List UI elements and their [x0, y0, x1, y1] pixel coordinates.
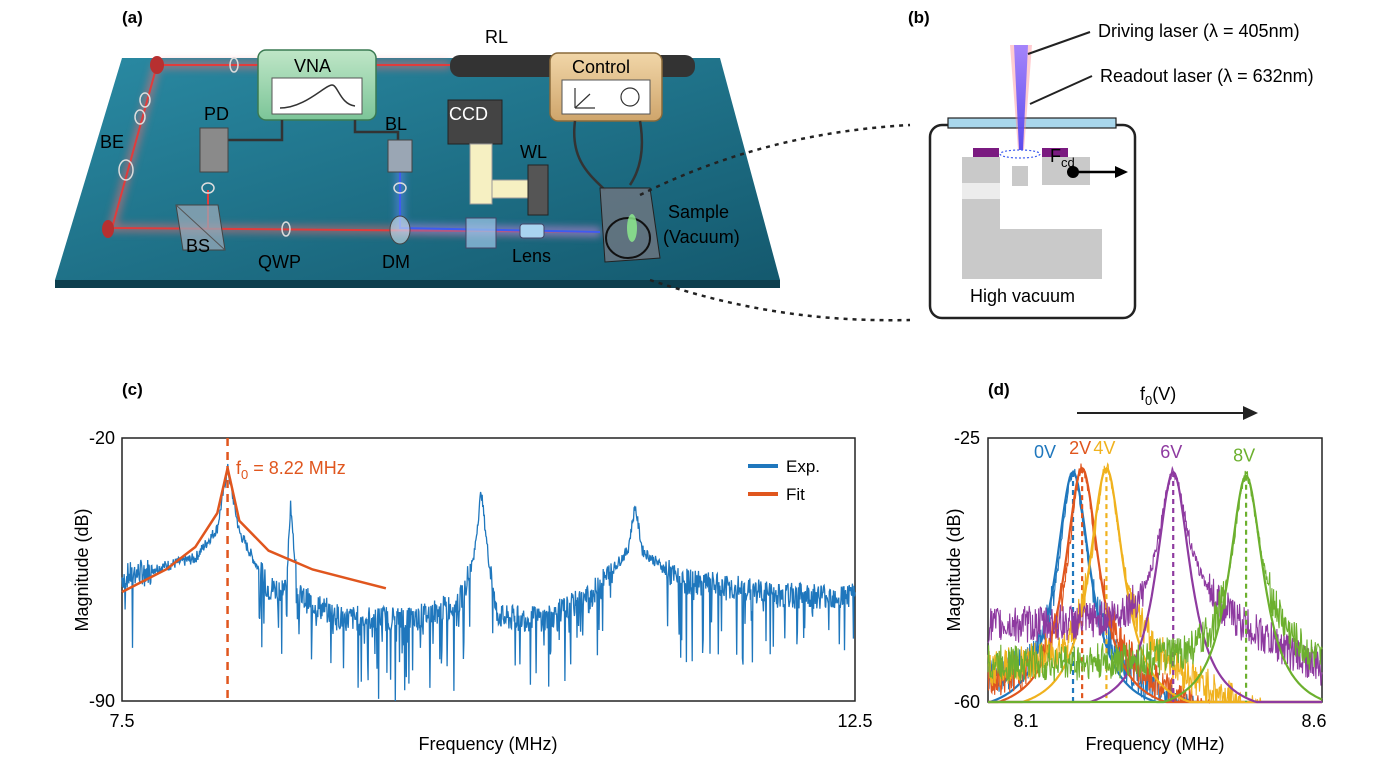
- c-ytick-top: -20: [89, 428, 115, 448]
- cube-splitter: [465, 217, 497, 249]
- mirror-top: [150, 56, 164, 74]
- chamber-window: [605, 217, 651, 259]
- mirror-bottom: [102, 220, 114, 238]
- zoom-line-top: [639, 123, 911, 197]
- series-8V-exp: [987, 470, 1323, 682]
- white-light-path: [469, 143, 493, 205]
- c-xtick-left: 7.5: [109, 711, 134, 731]
- chamber-window-top: [947, 117, 1117, 129]
- c-ytick-bottom: -90: [89, 691, 115, 711]
- d-arrowhead: [1243, 406, 1258, 420]
- label-driving-laser: Driving laser (λ = 405nm): [1098, 21, 1300, 41]
- leader-readout: [1029, 75, 1093, 105]
- driving-cone: [1014, 45, 1028, 150]
- panel-d: (d) f0(V) -25 -60 8.1 8.6 Frequency (MHz…: [944, 380, 1327, 754]
- pd-lens: [201, 182, 215, 194]
- sample-glow: [627, 214, 637, 242]
- series-exp: [121, 463, 856, 702]
- plot-c-frame: [121, 437, 856, 702]
- be-lens-2: [134, 109, 146, 125]
- force-arrowhead: [1115, 166, 1128, 178]
- label-rl: RL: [485, 27, 508, 47]
- label-ccd: CCD: [449, 104, 488, 124]
- d-ylabel: Magnitude (dB): [944, 508, 964, 631]
- d-title: f0(V): [1140, 384, 1176, 408]
- objective-lens: [519, 223, 545, 239]
- peak-label-4V: 4V: [1093, 438, 1115, 458]
- label-pd: PD: [204, 104, 229, 124]
- pd-detector: [199, 127, 229, 173]
- legend-fit: Fit: [786, 485, 805, 504]
- c-xlabel: Frequency (MHz): [418, 734, 557, 754]
- label-high-vacuum: High vacuum: [970, 286, 1075, 306]
- substrate-gap: [962, 183, 1000, 199]
- panel-label-b: (b): [908, 8, 930, 27]
- panel-a: (a) RL BE VNA PD: [55, 8, 911, 322]
- series-fit: [121, 467, 387, 594]
- d-xtick-left: 8.1: [1013, 711, 1038, 731]
- label-vna: VNA: [294, 56, 331, 76]
- resonator-beam: [1012, 166, 1028, 186]
- label-readout-laser: Readout laser (λ = 632nm): [1100, 66, 1314, 86]
- peak-label-0V: 0V: [1034, 442, 1056, 462]
- electrode-right: [1042, 148, 1068, 157]
- lens-top: [229, 57, 239, 73]
- dichroic-mirror: [389, 215, 411, 245]
- cable-pd: [228, 120, 284, 142]
- label-force: Fcd: [1050, 146, 1075, 170]
- d-ytick-top: -25: [954, 428, 980, 448]
- bs-diagonal: [175, 204, 226, 251]
- label-bs: BS: [186, 236, 210, 256]
- wl-source: [527, 164, 549, 216]
- peak-label-8V: 8V: [1233, 446, 1255, 466]
- control-cables: [572, 120, 644, 191]
- panel-label-c: (c): [122, 380, 143, 399]
- be-lens-3: [118, 159, 134, 181]
- d-ytick-bottom: -60: [954, 692, 980, 712]
- d-xlabel: Frequency (MHz): [1085, 734, 1224, 754]
- electrode-left: [973, 148, 999, 157]
- label-dm: DM: [382, 252, 410, 272]
- label-lens: Lens: [512, 246, 551, 266]
- label-bl: BL: [385, 114, 407, 134]
- vna-screen: [271, 77, 363, 115]
- axes-icon: [574, 88, 595, 109]
- panel-label-d: (d): [988, 380, 1010, 399]
- white-light-branch: [491, 179, 531, 199]
- cable-bl: [353, 120, 400, 142]
- qwp-plate: [281, 221, 291, 237]
- plot-d-data: [987, 462, 1323, 705]
- laser-spot: [999, 149, 1041, 159]
- rotation-icon: [620, 87, 640, 107]
- plot-c-data: [121, 438, 856, 702]
- d-xtick-right: 8.6: [1301, 711, 1326, 731]
- substrate-base: [962, 229, 1102, 279]
- panel-c: (c) -20 -90 7.5 12.5 Frequency (MHz) Mag…: [72, 380, 873, 754]
- bl-lens: [393, 182, 407, 194]
- panel-label-a: (a): [122, 8, 143, 27]
- table-edge: [55, 280, 780, 288]
- series-6V-exp: [987, 465, 1323, 686]
- series-8V-fit: [988, 474, 1323, 704]
- c-xtick-right: 12.5: [837, 711, 872, 731]
- c-f0-annotation: f0 = 8.22 MHz: [236, 458, 346, 482]
- label-sample: Sample: [668, 202, 729, 222]
- bl-laser: [387, 139, 413, 173]
- leader-driving: [1027, 31, 1091, 55]
- label-vacuum: (Vacuum): [663, 227, 740, 247]
- label-qwp: QWP: [258, 252, 301, 272]
- vna-curve-icon: [279, 84, 356, 109]
- panel-b: (b) Driving laser (λ = 405nm) Readout la…: [908, 8, 1314, 320]
- label-wl: WL: [520, 142, 547, 162]
- c-ylabel: Magnitude (dB): [72, 508, 92, 631]
- peak-label-6V: 6V: [1160, 442, 1182, 462]
- label-control: Control: [572, 57, 630, 77]
- be-lens-1: [139, 92, 151, 108]
- peak-label-2V: 2V: [1069, 438, 1091, 458]
- legend-exp: Exp.: [786, 457, 820, 476]
- label-be: BE: [100, 132, 124, 152]
